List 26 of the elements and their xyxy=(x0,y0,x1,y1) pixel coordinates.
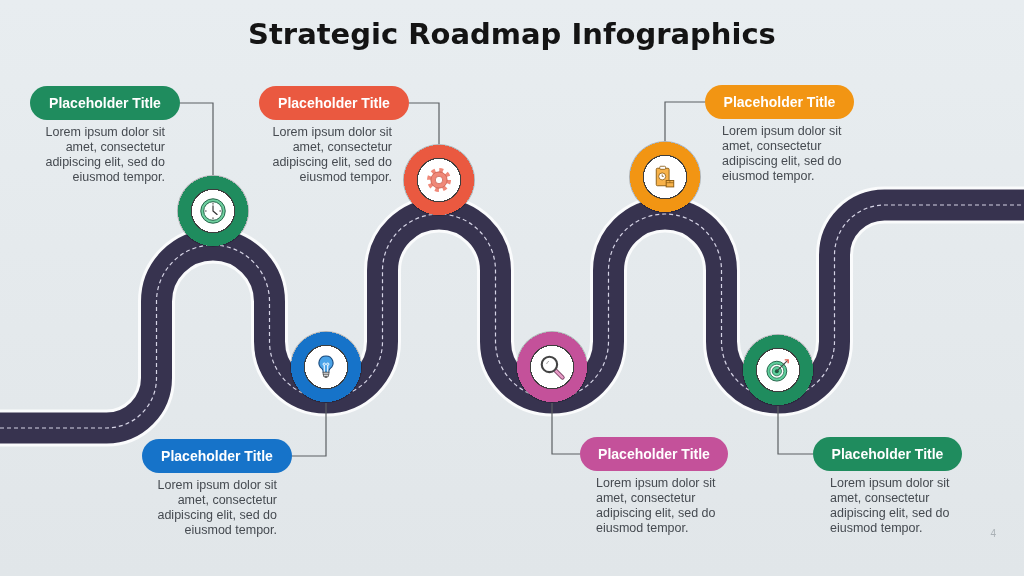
milestone-circle xyxy=(177,175,249,247)
milestone-circle xyxy=(403,144,475,216)
milestone-circle xyxy=(629,141,701,213)
title-pill: Placeholder Title xyxy=(30,86,180,120)
title-pill: Placeholder Title xyxy=(705,85,854,119)
description-text: Lorem ipsum dolor sit amet, consectetur adipiscing elit, sed do eiusmod tempor. xyxy=(830,476,951,536)
milestone-circle xyxy=(290,331,362,403)
title-pill: Placeholder Title xyxy=(580,437,728,471)
description-text: Lorem ipsum dolor sit amet, consectetur adipiscing elit, sed do eiusmod tempor. xyxy=(722,124,843,184)
description-text: Lorem ipsum dolor sit amet, consectetur adipiscing elit, sed do eiusmod tempor. xyxy=(44,125,165,185)
description-text: Lorem ipsum dolor sit amet, consectetur adipiscing elit, sed do eiusmod tempor. xyxy=(271,125,392,185)
leader-line xyxy=(664,101,706,142)
title-pill: Placeholder Title xyxy=(259,86,409,120)
leader-line xyxy=(777,405,814,455)
leader-line xyxy=(408,102,440,145)
description-text: Lorem ipsum dolor sit amet, consectetur adipiscing elit, sed do eiusmod tempor. xyxy=(596,476,717,536)
title-pill: Placeholder Title xyxy=(142,439,292,473)
leader-line xyxy=(291,402,327,457)
leader-line xyxy=(179,102,214,176)
milestone-circle xyxy=(742,334,814,406)
page-number: 4 xyxy=(990,528,996,540)
leader-line xyxy=(551,402,581,455)
title-pill: Placeholder Title xyxy=(813,437,962,471)
description-text: Lorem ipsum dolor sit amet, consectetur adipiscing elit, sed do eiusmod tempor. xyxy=(156,478,277,538)
title: Strategic Roadmap Infographics xyxy=(248,16,776,52)
milestone-circle xyxy=(516,331,588,403)
